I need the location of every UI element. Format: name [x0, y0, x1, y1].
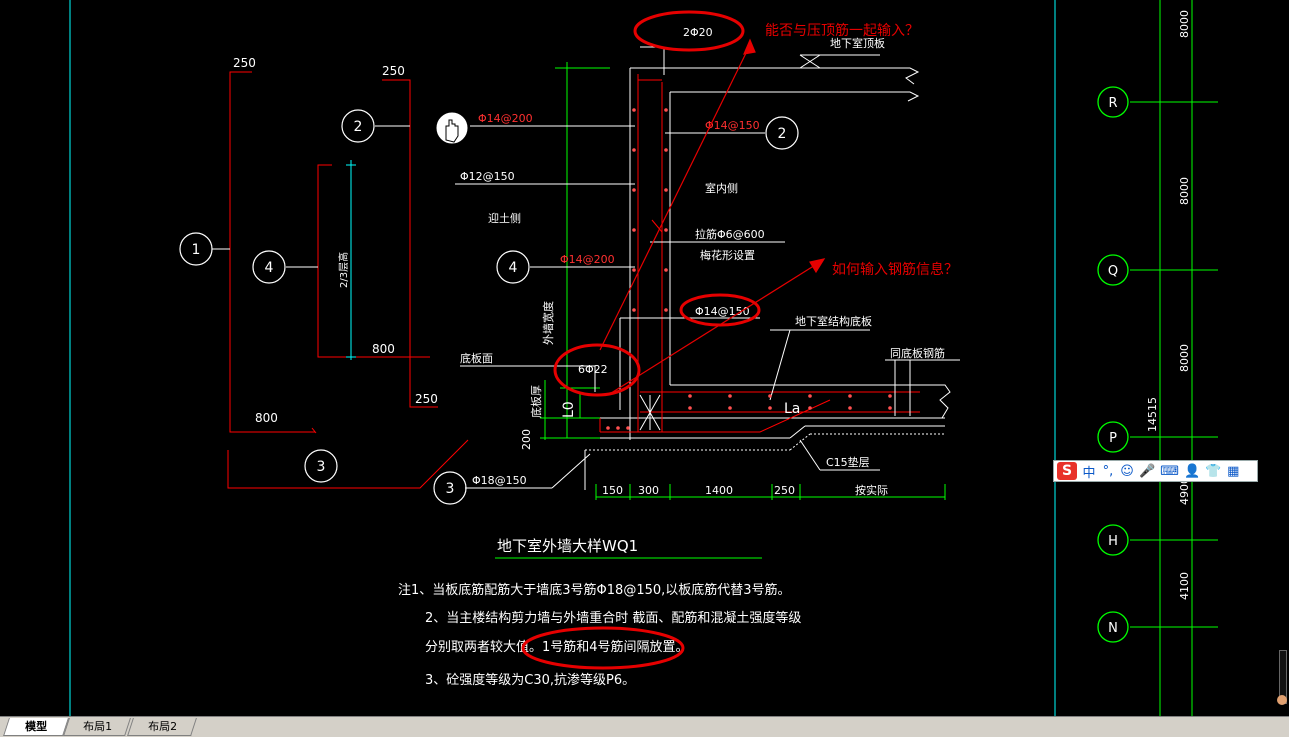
rebar-shapes — [212, 71, 469, 489]
note-2: 2、当主楼结构剪力墙与外墙重合时 截面、配筋和混凝土强度等级 — [425, 610, 801, 626]
label-la: La — [784, 401, 800, 417]
bubble-3b — [433, 471, 467, 505]
dim-250-c: 250 — [415, 392, 438, 406]
label-rebar-14-150-a: Φ14@150 — [705, 119, 760, 132]
bubble-1-label: 1 — [192, 242, 201, 258]
label-outer-wall-width: 外墙宽度 — [541, 301, 555, 345]
skin-icon[interactable]: 👕 — [1205, 463, 1222, 479]
cad-drawing-canvas[interactable]: R Q P H N 8000 8000 8000 14515 4900 4100 — [0, 0, 1289, 716]
label-c15: C15垫层 — [826, 455, 870, 469]
bubble-3b-label: 3 — [446, 481, 455, 497]
label-rebar-18-150: Φ18@150 — [472, 474, 527, 487]
axis-bubble-n — [1097, 611, 1129, 643]
user-icon[interactable]: 👤 — [1183, 463, 1201, 479]
axis-bubble-p — [1097, 421, 1129, 453]
annotation-question-2: 如何输入钢筋信息？ — [832, 261, 958, 278]
label-soil-side: 迎土侧 — [488, 212, 521, 225]
two-thirds-height: 2/3层高 — [337, 252, 350, 288]
axis-bubble-q — [1097, 254, 1129, 286]
label-dim-300: 300 — [638, 484, 659, 497]
label-dim-200: 200 — [520, 429, 533, 450]
markup-ellipse-bottom-bars — [553, 343, 641, 397]
markup-ellipse-top-bars — [633, 10, 745, 52]
axis-bubble-r — [1097, 86, 1129, 118]
drawing-title: 地下室外墙大样WQ1 — [497, 537, 638, 555]
cad-drawing: R Q P H N 8000 8000 8000 14515 4900 4100 — [69, 0, 1218, 716]
bubble-4a — [252, 250, 286, 284]
dim-250-a: 250 — [233, 56, 256, 70]
layout-tab-bar: 模型 布局1 布局2 — [0, 716, 1289, 737]
tab-layout-1[interactable]: 布局1 — [63, 718, 131, 736]
emoji-icon[interactable]: ☺ — [1120, 463, 1134, 479]
axis-label-q: Q — [1108, 264, 1118, 279]
note-4: 3、砼强度等级为C30,抗渗等级P6。 — [425, 672, 635, 688]
ime-lang-toggle[interactable]: 中 — [1082, 465, 1096, 481]
label-per-actual: 按实际 — [855, 483, 888, 497]
zoom-slider[interactable] — [1277, 650, 1287, 705]
tab-layout-2[interactable]: 布局2 — [127, 718, 197, 736]
axis-label-h: H — [1108, 534, 1118, 549]
label-slab-bottom: 底板面 — [460, 351, 493, 365]
dim-800-a: 800 — [372, 342, 395, 356]
label-floor-slab: 地下室结构底板 — [795, 314, 872, 328]
label-rebar-14-200-b: Φ14@200 — [560, 253, 615, 266]
axis-dim-6: 4100 — [1178, 572, 1191, 600]
bubble-4a-label: 4 — [265, 260, 274, 276]
axis-dim-2: 8000 — [1178, 177, 1191, 205]
zoom-slider-knob[interactable] — [1277, 695, 1287, 705]
label-lo: L0 — [561, 401, 577, 418]
ime-punct-toggle[interactable]: °, — [1102, 463, 1114, 479]
label-slab-thickness: 底板厚 — [529, 385, 543, 418]
label-rebar-12-150: Φ12@150 — [460, 170, 515, 183]
label-dim-250-d: 250 — [774, 484, 795, 497]
axis-label-r: R — [1108, 96, 1117, 111]
keyboard-icon[interactable]: ⌨ — [1160, 463, 1179, 479]
label-same-rebar: 同底板钢筋 — [890, 346, 945, 360]
axis-label-n: N — [1108, 621, 1118, 636]
markup-ellipse-note — [521, 626, 685, 670]
sogou-logo-icon[interactable]: S — [1057, 462, 1077, 480]
bubble-2a — [341, 109, 375, 143]
label-top-bars: 2Φ20 — [683, 26, 713, 39]
note-3: 分别取两者较大值。1号筋和4号筋间隔放置。 — [425, 639, 689, 655]
axis-dim-3: 8000 — [1178, 344, 1191, 372]
microphone-icon[interactable]: 🎤 — [1139, 463, 1156, 479]
bubble-2a-label: 2 — [354, 119, 363, 135]
axis-dim-1: 8000 — [1178, 10, 1191, 38]
label-tie-bar: 拉筋Φ6@600 — [695, 227, 765, 241]
tab-model[interactable]: 模型 — [3, 718, 69, 736]
annotation-question-1: 能否与压顶筋一起输入？ — [765, 22, 919, 39]
bubble-4b-label: 4 — [509, 260, 518, 276]
annotation-markup — [521, 10, 761, 670]
bubble-4b — [496, 250, 530, 284]
markup-arrow-2 — [607, 261, 821, 396]
label-dim-150: 150 — [602, 484, 623, 497]
axis-dim-5: 4900 — [1178, 477, 1191, 505]
bubble-2b-label: 2 — [778, 126, 787, 142]
dim-250-b: 250 — [382, 64, 405, 78]
markup-arrow-1 — [599, 44, 751, 351]
axis-grid: R Q P H N 8000 8000 8000 14515 4900 4100 — [1097, 0, 1218, 716]
bubble-1 — [179, 232, 213, 266]
toolbox-icon[interactable]: ▦ — [1227, 463, 1240, 479]
label-bottom-bars: 6Φ22 — [578, 363, 608, 376]
axis-dim-4: 14515 — [1146, 397, 1159, 432]
bubble-2b — [765, 116, 799, 150]
ime-toolbar[interactable]: S 中 °, ☺ 🎤 ⌨ 👤 👕 ▦ — [1053, 460, 1258, 482]
bubble-3a — [304, 449, 338, 483]
label-indoor: 室内侧 — [705, 181, 738, 195]
dim-800-b: 800 — [255, 411, 278, 425]
bubble-3a-label: 3 — [317, 459, 326, 475]
axis-label-p: P — [1109, 431, 1117, 446]
label-tie-layout: 梅花形设置 — [700, 248, 755, 262]
label-dim-1400: 1400 — [705, 484, 733, 497]
axis-bubble-h — [1097, 524, 1129, 556]
label-rebar-14-200-a: Φ14@200 — [478, 112, 533, 125]
label-roof-slab: 地下室顶板 — [830, 36, 885, 50]
note-1: 注1、当板底筋配筋大于墙底3号筋Φ18@150,以板底筋代替3号筋。 — [398, 582, 791, 598]
hand-cursor-icon — [435, 111, 469, 145]
